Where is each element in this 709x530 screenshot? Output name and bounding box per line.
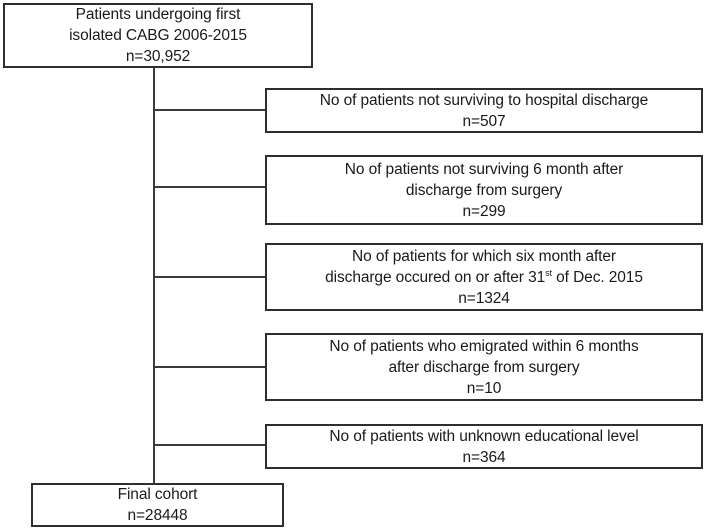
box-text-line: isolated CABG 2006-2015: [69, 27, 247, 44]
box-count: n=30,952: [125, 48, 191, 65]
box-text-line: No of patients not surviving to hospital…: [319, 91, 649, 109]
box-text-line: No of patients not surviving 6 month aft…: [344, 160, 624, 178]
box-count: n=507: [462, 112, 506, 130]
connector-branch-4: [154, 366, 265, 368]
box-text-line: after discharge from surgery: [388, 358, 580, 376]
connector-branch-5: [154, 444, 265, 446]
connector-vertical-stem: [153, 68, 155, 483]
box-final-cohort: Final cohort n=28448: [31, 483, 284, 527]
box-text-line: discharge occured on or after 31st of De…: [325, 267, 643, 288]
box-text-line: Final cohort: [117, 486, 198, 503]
connector-branch-2: [154, 186, 265, 188]
ordinal-superscript: st: [545, 267, 552, 278]
box-count: n=10: [466, 379, 502, 397]
box-text-line: No of patients for which six month after: [352, 247, 616, 265]
box-text-segment: of Dec. 2015: [551, 268, 643, 286]
connector-branch-3: [154, 276, 265, 278]
box-excluded-hospital-death: No of patients not surviving to hospital…: [265, 88, 703, 133]
connector-branch-1: [154, 109, 265, 111]
box-initial-cohort: Patients undergoing first isolated CABG …: [3, 3, 313, 68]
box-text-segment: discharge occured on or after 31: [325, 268, 546, 286]
box-excluded-emigrated: No of patients who emigrated within 6 mo…: [265, 333, 703, 401]
box-count: n=28448: [127, 507, 188, 524]
box-count: n=364: [462, 448, 506, 466]
box-excluded-six-month-death: No of patients not surviving 6 month aft…: [265, 155, 703, 225]
box-excluded-followup-window: No of patients for which six month after…: [265, 243, 703, 311]
box-count: n=1324: [458, 289, 510, 307]
box-text-line: discharge from surgery: [405, 181, 563, 199]
box-text-line: No of patients with unknown educational …: [329, 427, 639, 445]
box-count: n=299: [462, 202, 506, 220]
box-text-line: Patients undergoing first: [75, 6, 241, 23]
box-text-line: No of patients who emigrated within 6 mo…: [329, 337, 639, 355]
box-excluded-unknown-education: No of patients with unknown educational …: [265, 424, 703, 469]
